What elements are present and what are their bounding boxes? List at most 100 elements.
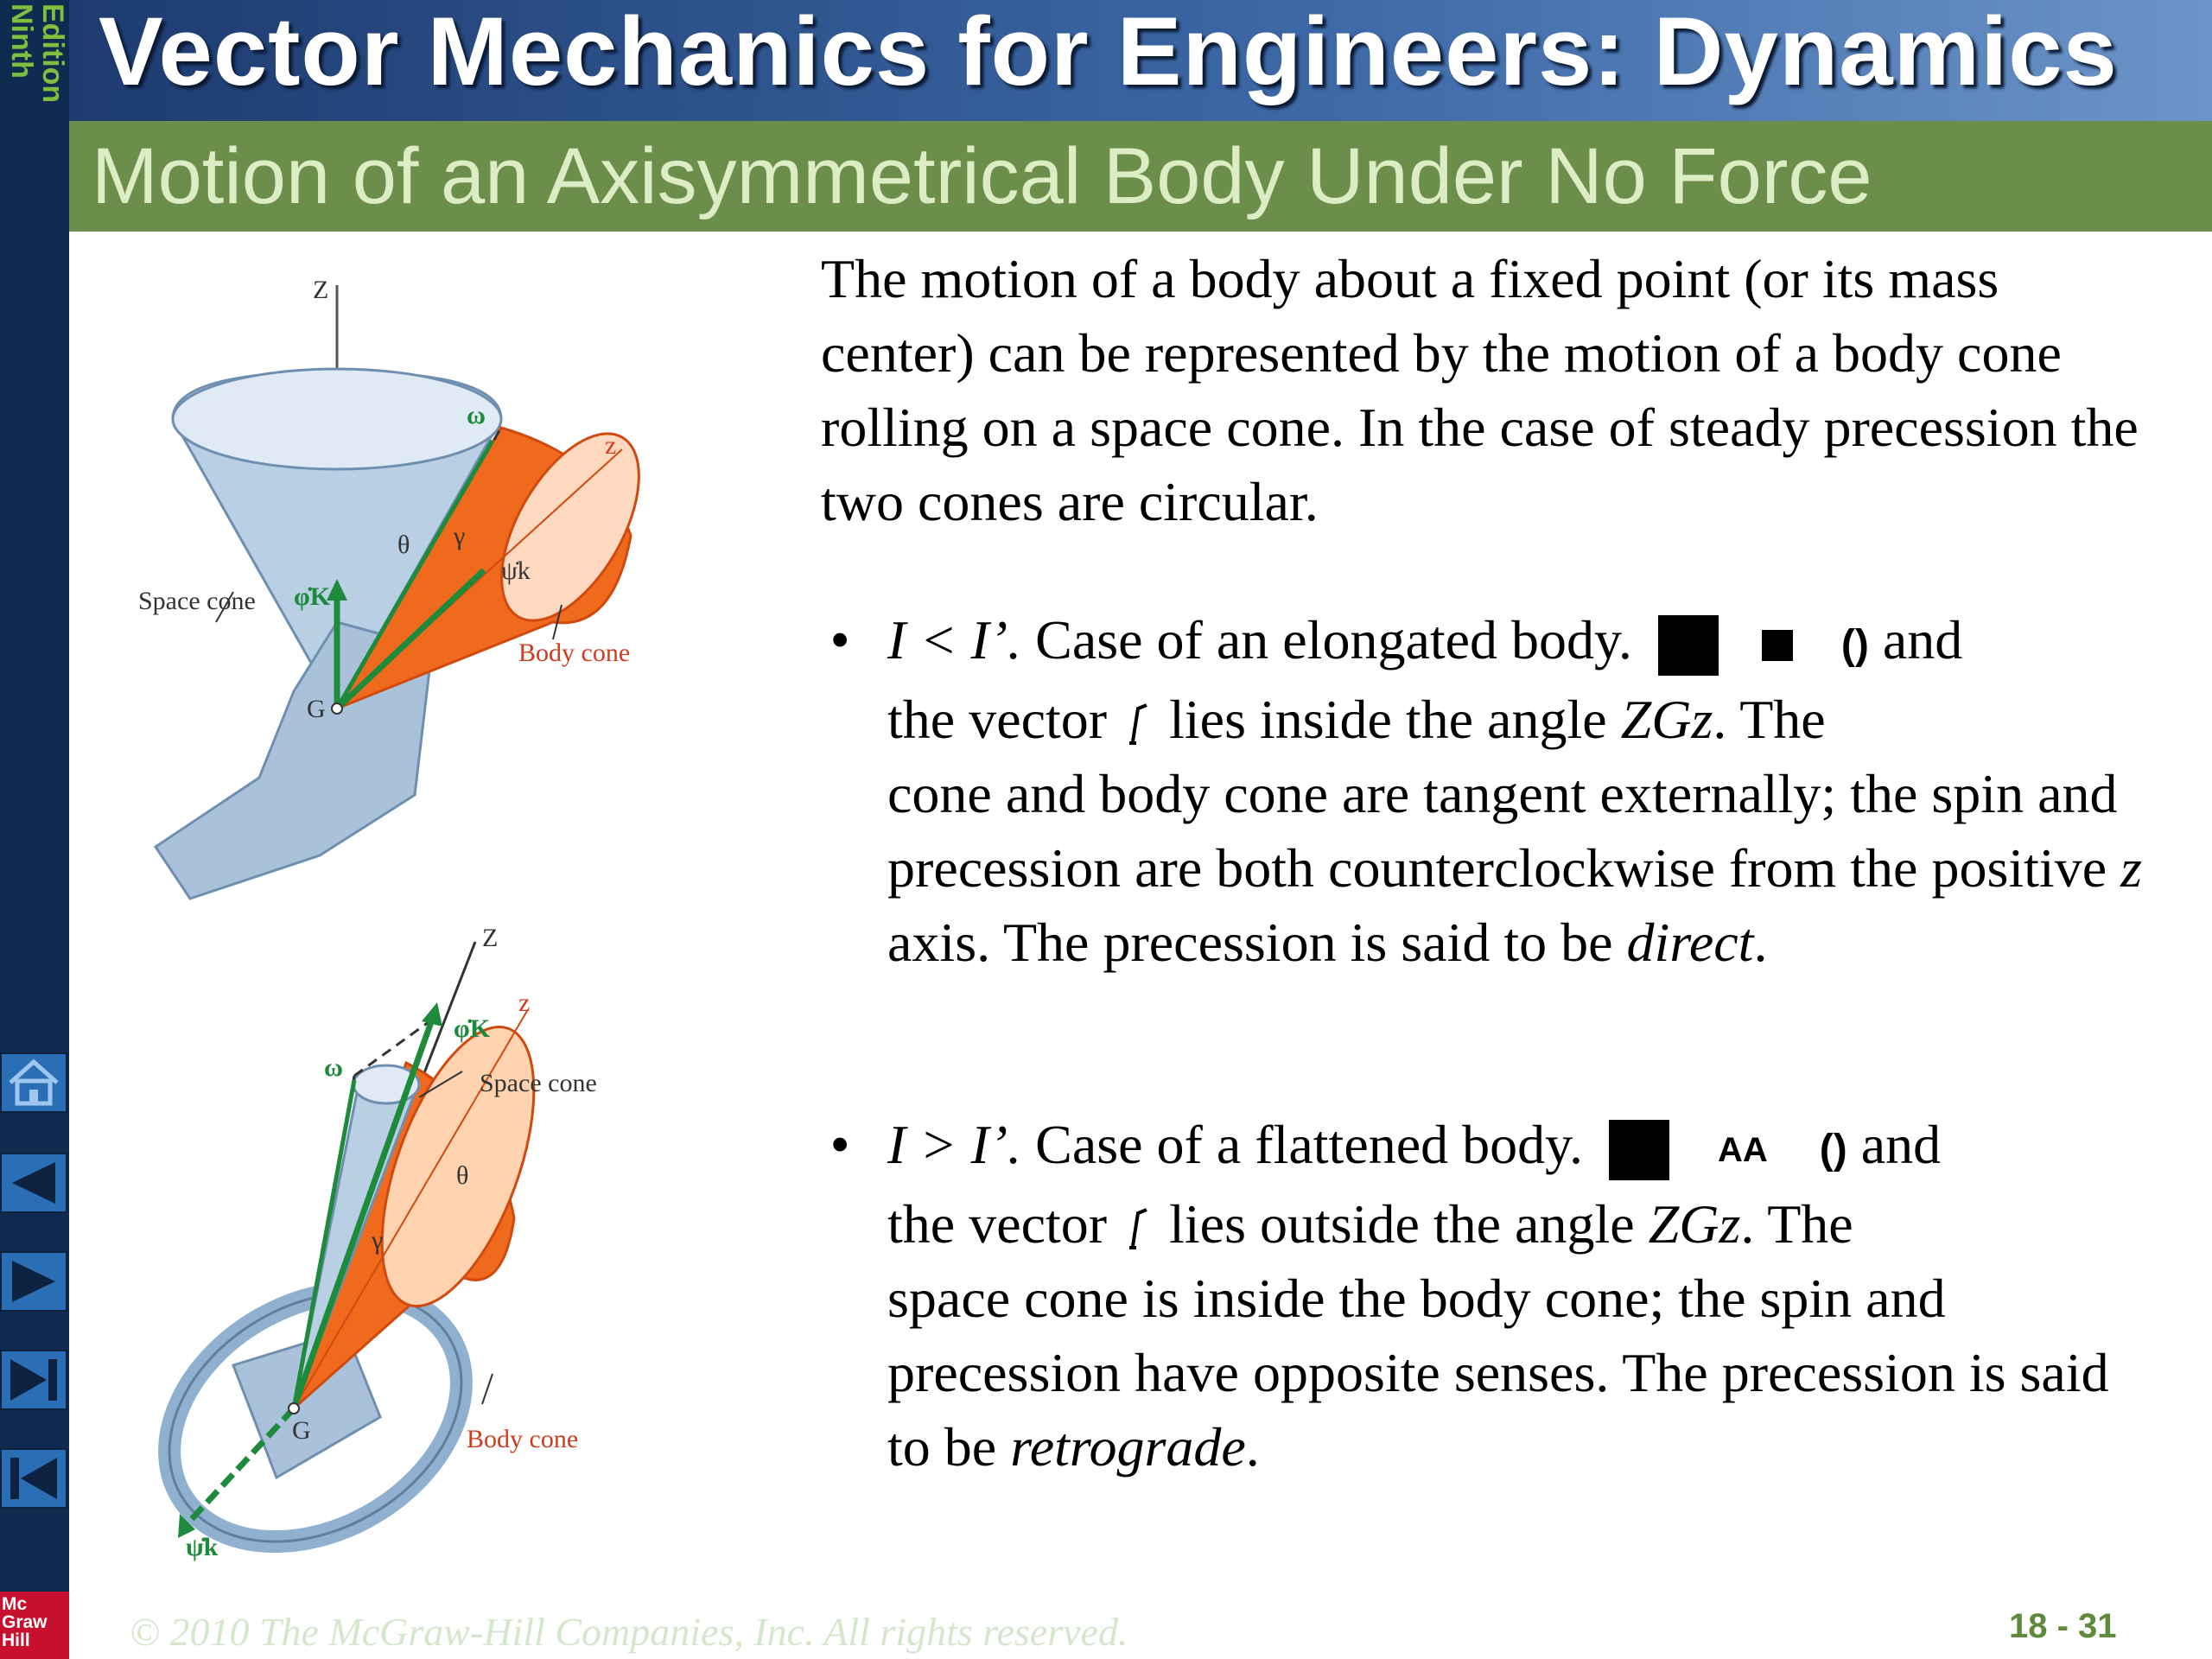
logo-line2: Graw (2, 1612, 48, 1632)
label-body-cone: Body cone (467, 1425, 578, 1453)
space-cone-rim (171, 367, 503, 471)
label-theta: θ (397, 531, 410, 559)
phi-K-arrowhead (422, 1002, 442, 1027)
label-z: z (518, 988, 530, 1017)
equation-glyph-block (1657, 615, 1719, 677)
last-slide-icon (10, 1359, 57, 1401)
bullet2-and: and (1860, 1114, 1942, 1175)
prev-slide-button[interactable] (0, 1153, 67, 1213)
bullet-elongated-text: I < I’. Case of an elongated body. () an… (887, 603, 2149, 980)
bullet-flattened-text: I > I’. Case of a flattened body. AA () … (887, 1108, 2149, 1484)
bullet1-line1: Case of an elongated body. (1021, 609, 1632, 671)
edition-line1: Ninth (5, 3, 38, 79)
label-phi-K: φ̇K (454, 1014, 491, 1043)
omega-vector-icon (1129, 702, 1147, 745)
bullet-dot: • (831, 1116, 849, 1173)
equation-glyph-small-block (1761, 630, 1793, 662)
bullet1-body: cone and body cone are tangent externall… (887, 763, 2121, 899)
bullet1-z: z (2120, 837, 2142, 899)
point-G (331, 702, 343, 715)
subtitle-bar: Motion of an Axisymmetrical Body Under N… (69, 121, 2212, 232)
label-omega: ω (467, 401, 486, 429)
figure-flattened-body: Z z ω φ̇K ψ̇k θ γ G Space cone Body cone (158, 925, 597, 1561)
mcgraw-hill-logo: Mc Graw Hill (0, 1592, 69, 1659)
logo-line1: Mc (2, 1594, 28, 1614)
label-gamma: γ (371, 1226, 383, 1255)
psi-k-vector (188, 1406, 296, 1523)
intro-paragraph: The motion of a body about a fixed point… (821, 248, 2139, 532)
slide-title: Motion of an Axisymmetrical Body Under N… (92, 132, 1872, 220)
label-body-cone: Body cone (518, 639, 630, 667)
label-space-cone: Space cone (480, 1069, 597, 1097)
equation-glyph-aa: AA (1717, 1131, 1768, 1170)
label-G: G (307, 695, 326, 723)
body-cone-rim (380, 1025, 536, 1308)
logo-line3: Hill (2, 1630, 30, 1650)
space-cone-leader (418, 1071, 463, 1098)
bullet2-body: space cone is inside the body cone; the … (887, 1268, 2109, 1478)
bullet1-line2c: . The (1713, 689, 1826, 751)
bullet2-line2a: the vector (887, 1193, 1108, 1255)
point-G (288, 1402, 300, 1414)
label-Z: Z (313, 276, 328, 304)
bullet1-lead: I < I’. (887, 609, 1022, 671)
copyright-notice: © 2010 The McGraw-Hill Companies, Inc. A… (130, 1610, 1128, 1654)
label-psi-k: ψ̇k (501, 556, 531, 585)
body-cone-rim (500, 432, 640, 622)
label-G: G (292, 1416, 311, 1445)
body-cone-leader (552, 604, 563, 640)
label-z: z (605, 431, 616, 460)
label-omega: ω (324, 1053, 343, 1082)
prev-slide-icon (12, 1162, 55, 1204)
home-button[interactable] (0, 1052, 67, 1113)
next-slide-icon (12, 1261, 55, 1302)
first-slide-button[interactable] (0, 1448, 67, 1509)
omega-vector (334, 439, 495, 710)
bullet1-and: and (1882, 609, 1963, 671)
bullet2-line2c: . The (1740, 1193, 1853, 1255)
last-slide-button[interactable] (0, 1350, 67, 1410)
edition-line2: Edition (36, 3, 69, 104)
sidebar: Ninth Edition Mc Graw Hill (0, 0, 69, 1659)
next-slide-button[interactable] (0, 1251, 67, 1312)
bullet1-end: . (1753, 912, 1768, 974)
space-cone-leader (215, 591, 234, 623)
label-phi-K: φ̇K (294, 582, 331, 611)
equation-glyph-paren: () (1840, 622, 1869, 669)
title-bar: Vector Mechanics for Engineers: Dynamics (69, 0, 2212, 121)
body-cone-leader (481, 1373, 493, 1405)
first-slide-icon (10, 1458, 57, 1499)
book-title: Vector Mechanics for Engineers: Dynamics (99, 0, 2118, 105)
bullet2-line1: Case of a flattened body. (1021, 1114, 1583, 1175)
body-axis-line (293, 1010, 528, 1409)
page-number: 18 - 31 (2009, 1607, 2117, 1645)
bullet1-body2: axis. The precession is said to be (887, 912, 1627, 974)
label-space-cone: Space cone (138, 587, 256, 615)
label-theta: θ (456, 1161, 468, 1190)
bullet1-line2b: lies inside the angle (1155, 689, 1621, 751)
psi-k-arrowhead (178, 1514, 195, 1538)
wheel-ring-edge (168, 1291, 463, 1543)
bullet1-emph: direct (1626, 912, 1754, 974)
bullet2-end: . (1245, 1416, 1260, 1478)
bullet2-emph: retrograde (1010, 1416, 1246, 1478)
bullet1-angle: ZGz (1620, 689, 1713, 751)
equation-glyph-paren: () (1819, 1127, 1847, 1173)
psi-k-vector (334, 568, 486, 711)
bullet2-angle: ZGz (1648, 1193, 1741, 1255)
bullet2-line2b: lies outside the angle (1155, 1193, 1649, 1255)
omega-vector-icon (1129, 1207, 1147, 1249)
bullet1-line2a: the vector (887, 689, 1108, 751)
phi-K-vector (290, 1018, 435, 1410)
home-icon (9, 1058, 59, 1106)
label-psi-k: ψ̇k (186, 1533, 219, 1561)
bullet-dot: • (831, 612, 849, 668)
phi-K-arrowhead (327, 579, 347, 601)
edition-label: Ninth Edition (3, 3, 69, 124)
label-Z: Z (482, 925, 498, 952)
figure-elongated-body: Z z ω φ̇K ψ̇k θ γ G Space cone Body cone (138, 276, 640, 900)
bullet2-lead: I > I’. (887, 1114, 1022, 1175)
omega-vector (291, 1079, 357, 1409)
equation-glyph-block (1608, 1120, 1669, 1181)
label-gamma: γ (453, 522, 465, 550)
